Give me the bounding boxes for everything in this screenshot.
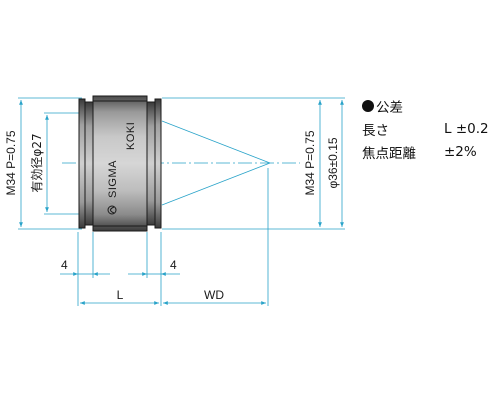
tolerance-row-value: ±2% bbox=[444, 143, 477, 160]
tolerance-title: 公差 bbox=[376, 99, 403, 116]
working-distance-label: WD bbox=[204, 288, 224, 302]
left-thread-label: M34 P=0.75 bbox=[4, 130, 18, 195]
extension-lines bbox=[18, 97, 345, 306]
right-offset-label: 4 bbox=[170, 258, 177, 272]
tolerance-title-row: 公差 bbox=[362, 94, 489, 117]
tolerance-block: 公差 長さ L ±0.2 焦点距離 ±2% bbox=[362, 94, 489, 163]
tolerance-row-label: 長さ bbox=[362, 122, 389, 139]
bullet-icon bbox=[362, 99, 374, 112]
right-thread-label: M34 P=0.75 bbox=[303, 130, 317, 195]
brand-koki-text: KOKI bbox=[125, 122, 137, 150]
vertical-dimensions bbox=[19, 100, 344, 227]
tolerance-row-length: 長さ L ±0.2 bbox=[362, 117, 489, 140]
horizontal-dimensions bbox=[60, 272, 266, 305]
outer-diameter-label: φ36±0.15 bbox=[326, 137, 340, 188]
tolerance-row-value: L ±0.2 bbox=[444, 120, 489, 137]
effective-diameter-label: 有効径φ27 bbox=[29, 133, 44, 192]
left-offset-label: 4 bbox=[61, 258, 68, 272]
sigma-koki-logo-icon bbox=[107, 205, 117, 215]
tolerance-row-label: 焦点距離 bbox=[362, 145, 416, 162]
length-label: L bbox=[117, 288, 124, 302]
brand-sigma-text: SIGMA bbox=[107, 160, 119, 198]
tolerance-row-focal-length: 焦点距離 ±2% bbox=[362, 140, 489, 163]
lens-body bbox=[78, 95, 162, 232]
